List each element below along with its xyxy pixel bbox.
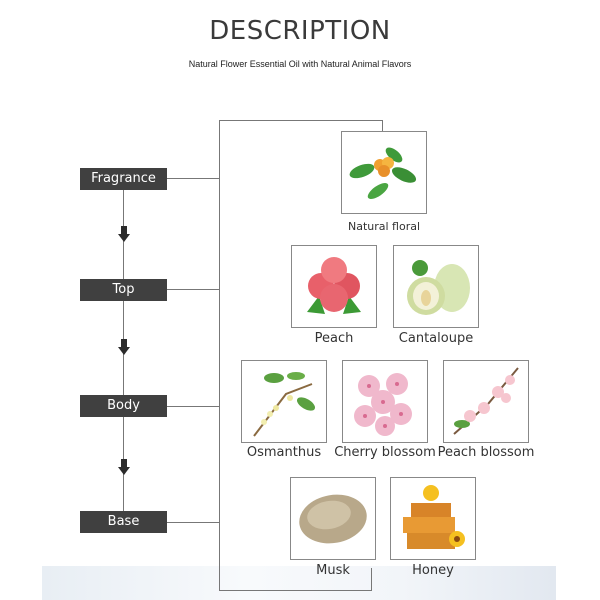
- bracket-top: [219, 120, 382, 121]
- musk-label: Musk: [316, 563, 350, 578]
- arrow-down-icon: [118, 459, 130, 475]
- bracket-line: [219, 120, 220, 591]
- honey-image: [390, 477, 476, 560]
- connector-fragrance: [167, 178, 219, 179]
- peach-blossom-image: [443, 360, 529, 443]
- cantaloupe-image: [393, 245, 479, 328]
- natural-floral-label: Natural floral: [347, 220, 421, 233]
- stage-top: Top: [80, 279, 167, 301]
- page-subtitle: Natural Flower Essential Oil with Natura…: [188, 59, 412, 69]
- bracket-bottom: [219, 590, 372, 591]
- honey-label: Honey: [412, 563, 454, 578]
- stage-base: Base: [80, 511, 167, 533]
- connector-top: [167, 289, 219, 290]
- connector-base: [167, 522, 219, 523]
- arrow-down-icon: [118, 339, 130, 355]
- natural-floral-image: [341, 131, 427, 214]
- bracket-bottom-tick: [371, 568, 372, 590]
- cantaloupe-label: Cantaloupe: [398, 331, 474, 346]
- peach-label: Peach: [314, 331, 354, 346]
- cherry-blossom-image: [342, 360, 428, 443]
- musk-image: [290, 477, 376, 560]
- osmanthus-label: Osmanthus: [246, 445, 322, 460]
- stage-body: Body: [80, 395, 167, 417]
- page-title: DESCRIPTION: [209, 16, 391, 46]
- stage-fragrance: Fragrance: [80, 168, 167, 190]
- cherry-blossom-label: Cherry blossom: [334, 445, 436, 460]
- peach-image: [291, 245, 377, 328]
- connector-body: [167, 406, 219, 407]
- arrow-down-icon: [118, 226, 130, 242]
- bracket-top-tick: [382, 120, 383, 131]
- peach-blossom-label: Peach blossom: [437, 445, 535, 460]
- osmanthus-image: [241, 360, 327, 443]
- bottom-band: [42, 566, 556, 600]
